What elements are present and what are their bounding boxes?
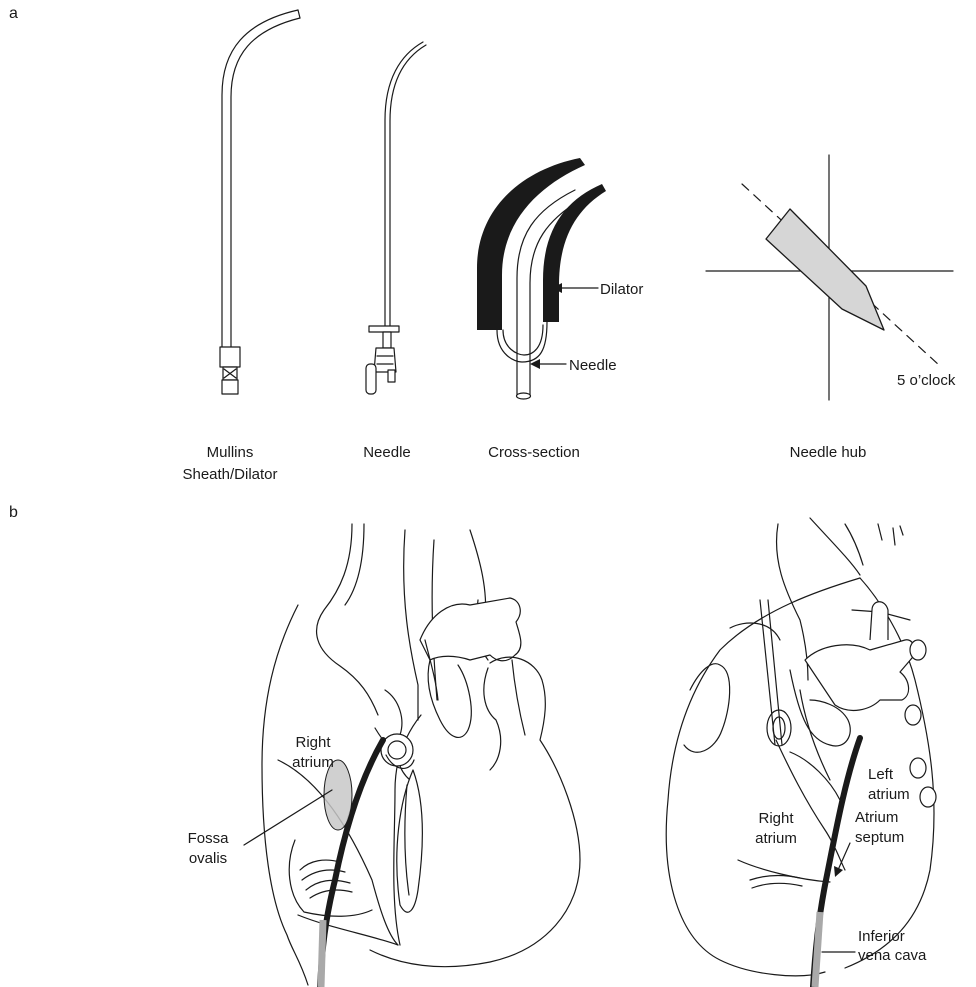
panel-label-a: a	[9, 5, 18, 22]
fossa-ovalis-line2: ovalis	[189, 850, 227, 867]
panel-label-b: b	[9, 504, 18, 521]
caption-mullins-line2: Sheath/Dilator	[182, 466, 277, 483]
dilator-label: Dilator	[600, 281, 643, 298]
atrium-septum-arrow	[838, 843, 850, 870]
heart-rotated-view	[666, 518, 936, 976]
left-right-atrium-line1: Right	[295, 734, 331, 751]
right-right-atrium-line2: atrium	[755, 830, 797, 847]
caption-cross-section: Cross-section	[488, 444, 580, 461]
fossa-ovalis-line1: Fossa	[188, 830, 230, 847]
ivc-line1: Inferior	[858, 928, 905, 945]
caption-needle: Needle	[363, 444, 411, 461]
mullins-sheath-dilator-drawing	[220, 10, 300, 394]
needle-hub-shape	[766, 209, 884, 330]
five-oclock-label: 5 o’clock	[897, 372, 956, 389]
left-atrium-line1: Left	[868, 766, 894, 783]
catheter-left-upper	[375, 728, 383, 740]
atrium-septum-line1: Atrium	[855, 809, 898, 826]
fossa-ovalis-leader	[244, 790, 332, 845]
atrium-septum-line2: septum	[855, 829, 904, 846]
needle-hub-drawing	[706, 155, 953, 400]
left-right-atrium-line2: atrium	[292, 754, 334, 771]
left-atrium-line2: atrium	[868, 786, 910, 803]
ivc-shading-left	[321, 920, 323, 987]
ivc-line2: vena cava	[858, 947, 927, 964]
ivc-shading-right	[815, 912, 820, 987]
needle-callout-label: Needle	[569, 357, 617, 374]
needle-drawing	[366, 42, 426, 394]
right-right-atrium-line1: Right	[758, 810, 794, 827]
caption-mullins-line1: Mullins	[207, 444, 254, 461]
caption-needle-hub: Needle hub	[790, 444, 867, 461]
